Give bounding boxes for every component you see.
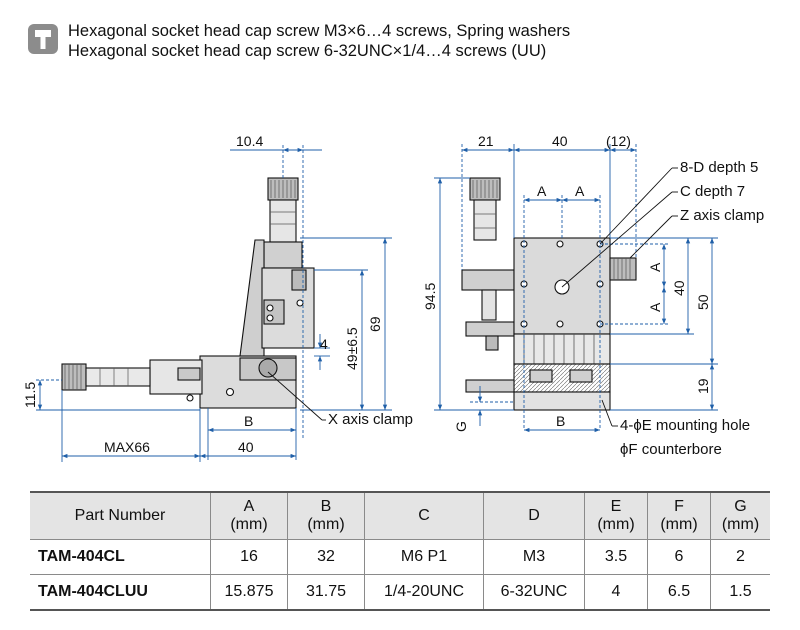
dim-g: G xyxy=(453,421,469,432)
callout-counterbore: ϕF counterbore xyxy=(620,441,722,458)
col-f: F(mm) xyxy=(647,491,711,540)
col-part-number: Part Number xyxy=(30,491,211,540)
table-header-row: Part Number A(mm) B(mm) C D E(mm) F(mm) … xyxy=(30,491,770,540)
x-axis-clamp-label: X axis clamp xyxy=(328,411,413,428)
cell-e: 3.5 xyxy=(584,539,648,575)
col-g: G(mm) xyxy=(710,491,770,540)
col-a-unit: (mm) xyxy=(230,516,268,533)
col-e: E(mm) xyxy=(584,491,648,540)
cell-f: 6.5 xyxy=(647,574,711,611)
wrench-tool-icon xyxy=(28,24,58,54)
dim-40-side: 40 xyxy=(671,280,687,296)
dim-max66: MAX66 xyxy=(104,439,150,455)
dim-19: 19 xyxy=(695,378,711,394)
cell-c: 1/4-20UNC xyxy=(364,574,484,611)
cell-part-number: TAM-404CL xyxy=(30,539,211,575)
technical-drawing: 10.4 4 49±6.5 69 11.5 B 40 MAX66 X axis … xyxy=(22,133,764,462)
cell-a: 15.875 xyxy=(210,574,288,611)
cell-b: 32 xyxy=(287,539,365,575)
spec-table: Part Number A(mm) B(mm) C D E(mm) F(mm) … xyxy=(30,491,770,611)
dim-a-side-2: A xyxy=(647,302,663,312)
col-f-label: F xyxy=(674,498,684,515)
dim-69: 69 xyxy=(367,316,383,332)
dim-a-side-1: A xyxy=(647,262,663,272)
z-axis-clamp-label: Z axis clamp xyxy=(680,207,764,224)
callout-mounting-hole: 4-ϕE mounting hole xyxy=(620,417,750,434)
dim-b-left: B xyxy=(244,413,253,429)
dim-11-5: 11.5 xyxy=(22,382,38,408)
cell-g: 1.5 xyxy=(710,574,770,611)
col-b: B(mm) xyxy=(287,491,365,540)
l-bracket xyxy=(239,239,265,357)
col-a-label: A xyxy=(243,498,255,515)
z-clamp-knob xyxy=(609,257,637,281)
col-e-label: E xyxy=(610,498,622,515)
note-line-2: Hexagonal socket head cap screw 6-32UNC×… xyxy=(68,42,547,60)
callout-c-depth: C depth 7 xyxy=(680,183,745,200)
col-g-unit: (mm) xyxy=(721,516,760,533)
col-b-unit: (mm) xyxy=(307,516,345,533)
cell-a: 16 xyxy=(210,539,288,575)
cell-d: M3 xyxy=(483,539,585,575)
col-e-unit: (mm) xyxy=(597,516,635,533)
cell-part-number: TAM-404CLUU xyxy=(30,574,211,611)
dim-40-top: 40 xyxy=(552,133,568,149)
dim-a-top-2: A xyxy=(575,183,585,199)
front-view-dimensions xyxy=(434,144,718,433)
dim-10-4: 10.4 xyxy=(236,133,263,149)
dim-21: 21 xyxy=(478,133,494,149)
dim-4: 4 xyxy=(320,336,328,352)
dim-94-5: 94.5 xyxy=(422,283,438,310)
col-b-label: B xyxy=(320,498,332,515)
col-a: A(mm) xyxy=(210,491,288,540)
col-d: D xyxy=(483,491,585,540)
col-c: C xyxy=(364,491,484,540)
table-row: TAM-404CLUU 15.875 31.75 1/4-20UNC 6-32U… xyxy=(30,574,770,611)
dim-b-right: B xyxy=(556,413,565,429)
side-view-dimensions xyxy=(36,145,392,462)
cell-c: M6 P1 xyxy=(364,539,484,575)
callout-leaders xyxy=(561,167,678,427)
note-line-1: Hexagonal socket head cap screw M3×6…4 s… xyxy=(68,22,571,40)
col-f-unit: (mm) xyxy=(660,516,698,533)
side-view xyxy=(61,177,315,409)
x-stage-front xyxy=(513,363,611,393)
dim-50: 50 xyxy=(695,294,711,310)
dim-40-left: 40 xyxy=(238,439,254,455)
col-g-label: G xyxy=(734,498,747,515)
cell-f: 6 xyxy=(647,539,711,575)
dim-12: (12) xyxy=(606,133,631,149)
table-row: TAM-404CL 16 32 M6 P1 M3 3.5 6 2 xyxy=(30,539,770,575)
cell-e: 4 xyxy=(584,574,648,611)
dim-49-stroke: 49±6.5 xyxy=(344,327,360,370)
front-view xyxy=(461,177,637,411)
x-clamp-knob xyxy=(258,358,278,378)
callout-8d-depth: 8-D depth 5 xyxy=(680,159,758,176)
cell-b: 31.75 xyxy=(287,574,365,611)
cell-g: 2 xyxy=(710,539,770,575)
cell-d: 6-32UNC xyxy=(483,574,585,611)
dim-a-top-1: A xyxy=(537,183,547,199)
